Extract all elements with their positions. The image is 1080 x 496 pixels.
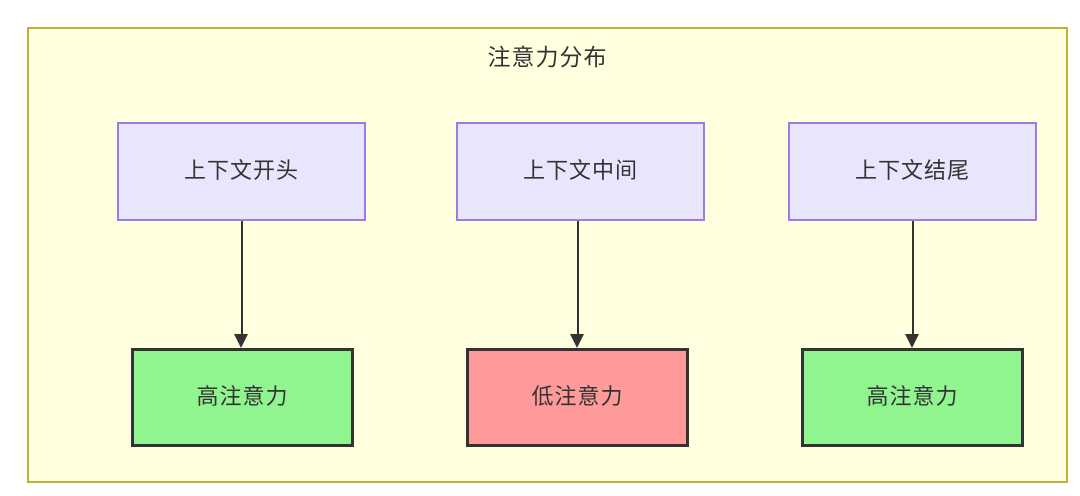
edge-ctx-middle-to-attn-low: [570, 221, 585, 348]
edge-line: [241, 221, 243, 336]
node-ctx-start[interactable]: 上下文开头: [117, 122, 366, 221]
edge-line: [912, 221, 914, 336]
node-attn-low-middle[interactable]: 低注意力: [466, 348, 689, 447]
arrowhead-icon: [905, 334, 919, 348]
edge-line: [577, 221, 579, 336]
node-attn-high-end[interactable]: 高注意力: [801, 348, 1024, 447]
arrowhead-icon: [570, 334, 584, 348]
edge-ctx-start-to-attn-high: [234, 221, 249, 348]
arrowhead-icon: [234, 334, 248, 348]
subgraph-title: 注意力分布: [487, 44, 608, 70]
node-ctx-middle[interactable]: 上下文中间: [456, 122, 705, 221]
edge-ctx-end-to-attn-high: [905, 221, 920, 348]
attention-distribution-subgraph: 注意力分布 上下文开头 上下文中间 上下文结尾 高注意力 低注意力 高注意力: [27, 27, 1068, 483]
node-ctx-end[interactable]: 上下文结尾: [788, 122, 1037, 221]
node-attn-high-start[interactable]: 高注意力: [131, 348, 354, 447]
